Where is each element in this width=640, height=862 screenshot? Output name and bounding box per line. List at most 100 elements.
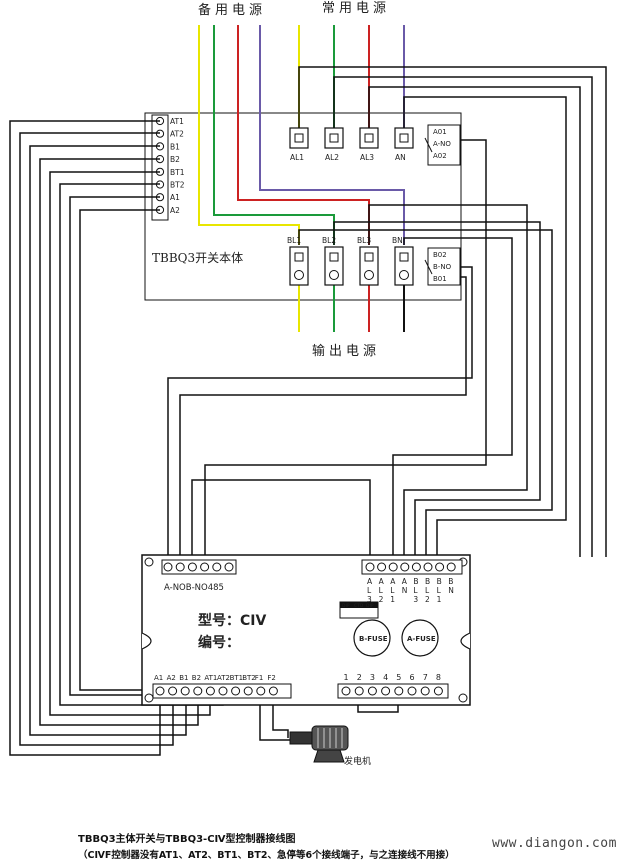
terminal-screw xyxy=(423,562,433,572)
terminal-screw xyxy=(420,686,430,696)
terminal-label: A1 xyxy=(154,674,163,682)
terminal-screw xyxy=(205,686,215,696)
terminal-screw xyxy=(294,133,304,143)
terminal-label: A xyxy=(379,577,385,586)
terminal-screw xyxy=(364,270,374,280)
wire-bl3-ctrl xyxy=(368,204,528,557)
dip-label-2: CTD xyxy=(354,603,364,609)
terminal-screw xyxy=(407,686,417,696)
wire-485-ctrl xyxy=(191,479,371,557)
contact-b01-label: B01 xyxy=(433,275,447,283)
controller-top-left-terminals xyxy=(161,559,237,575)
caption-title: TBBQ3主体开关与TBBQ3-CⅣ型控制器接线图 xyxy=(78,834,296,845)
terminal-screw xyxy=(163,562,173,572)
terminal-block xyxy=(337,683,449,699)
terminal-label: 6 xyxy=(410,673,415,682)
main-power-label: 常用电源 xyxy=(322,1,390,16)
terminal-screw xyxy=(200,562,210,572)
wire-purple-backup xyxy=(259,25,405,245)
terminal-label: L xyxy=(367,586,372,595)
upper-terminal-label: AN xyxy=(395,153,406,162)
a-fuse xyxy=(401,619,439,657)
lower-terminal-label: BL1 xyxy=(287,236,301,245)
lower-terminal-label: BL3 xyxy=(357,236,371,245)
terminal-screw xyxy=(446,562,456,572)
terminal-screw xyxy=(411,562,421,572)
terminal-screw xyxy=(364,133,374,143)
terminal-screw xyxy=(381,686,391,696)
terminal-label: 7 xyxy=(423,673,428,682)
terminal-screw xyxy=(354,686,364,696)
terminal-label: 4 xyxy=(383,673,388,682)
wire-al1-ctrl xyxy=(298,66,607,557)
wire-al2-ctrl xyxy=(333,76,593,557)
terminal-label: A xyxy=(367,577,373,586)
caption-note: （CⅣF控制器没有AT1、AT2、BT1、BT2、急停等6个接线端子，与之连接线… xyxy=(78,850,455,861)
terminal-label: F1 xyxy=(255,674,263,682)
switch-body-name: TBBQ3开关本体 xyxy=(152,251,243,265)
terminal-label: L xyxy=(413,586,418,595)
terminal-label: B2 xyxy=(170,155,180,164)
b-fuse xyxy=(353,619,391,657)
upper-contact-box xyxy=(427,124,461,166)
terminal-screw xyxy=(168,686,178,696)
terminal-label: BT2 xyxy=(170,181,185,190)
upper-terminal-label: AL3 xyxy=(360,153,374,162)
generator-label: 发电机 xyxy=(344,755,371,767)
terminal-label: B xyxy=(413,577,418,586)
upper-contact-switch xyxy=(424,137,433,153)
controller-top-left-label: A-NOB-NO485 xyxy=(164,583,224,593)
lower-contact-switch xyxy=(424,259,433,275)
terminal-screw xyxy=(435,562,445,572)
contact-b02-label: B02 xyxy=(433,251,447,259)
terminal-screw xyxy=(218,686,228,696)
wire-al3-ctrl xyxy=(368,86,581,557)
terminal-label: BT2 xyxy=(242,674,256,682)
terminal-label: 2 xyxy=(379,595,384,604)
terminal-label: L xyxy=(379,586,384,595)
terminal-label: A1 xyxy=(170,193,180,202)
terminal-screw xyxy=(367,686,377,696)
backup-power-label: 备用电源 xyxy=(198,2,266,18)
wire-bl1-ctrl xyxy=(298,229,553,557)
terminal-screw xyxy=(394,686,404,696)
controller-bottom-left-terminals xyxy=(152,683,292,699)
wire-b1 xyxy=(29,145,187,736)
terminal-label: B1 xyxy=(170,142,180,151)
terminal-label: 3 xyxy=(370,673,375,682)
wire-at1 xyxy=(9,120,161,756)
terminal-label: 8 xyxy=(436,673,441,682)
terminal-label: AT1 xyxy=(170,117,184,126)
wire-a-no-ctrl xyxy=(204,139,487,557)
terminal-screw xyxy=(175,562,185,572)
terminal-screw xyxy=(256,686,266,696)
a-fuse-label: A-FUSE xyxy=(407,635,436,643)
output-power-label: 输出电源 xyxy=(312,343,380,359)
b-fuse-label: B-FUSE xyxy=(359,635,388,643)
terminal-screw xyxy=(180,686,190,696)
terminal-screw xyxy=(399,133,409,143)
control-wires xyxy=(9,66,607,756)
terminal-label: B1 xyxy=(179,674,188,682)
contact-b-no-label: B-NO xyxy=(433,263,452,271)
terminal-label: N xyxy=(448,586,454,595)
terminal-screw xyxy=(388,562,398,572)
terminal-label: A xyxy=(402,577,408,586)
wire-bn-ctrl xyxy=(392,237,513,557)
lower-terminal-label: BN xyxy=(392,236,403,245)
switch-body-frame xyxy=(144,112,462,301)
switch-left-terminal-strip xyxy=(151,114,169,221)
generator-icon xyxy=(289,725,349,763)
contact-a-no-label: A-NO xyxy=(433,140,451,148)
terminal-label: F2 xyxy=(267,674,275,682)
wire-b2 xyxy=(39,158,199,726)
mount-hole-tl xyxy=(144,557,154,567)
terminal-label: AT2 xyxy=(170,130,184,139)
output-wires xyxy=(298,285,405,332)
terminal-label: AT1 xyxy=(204,674,217,682)
terminal-label: A2 xyxy=(167,674,176,682)
